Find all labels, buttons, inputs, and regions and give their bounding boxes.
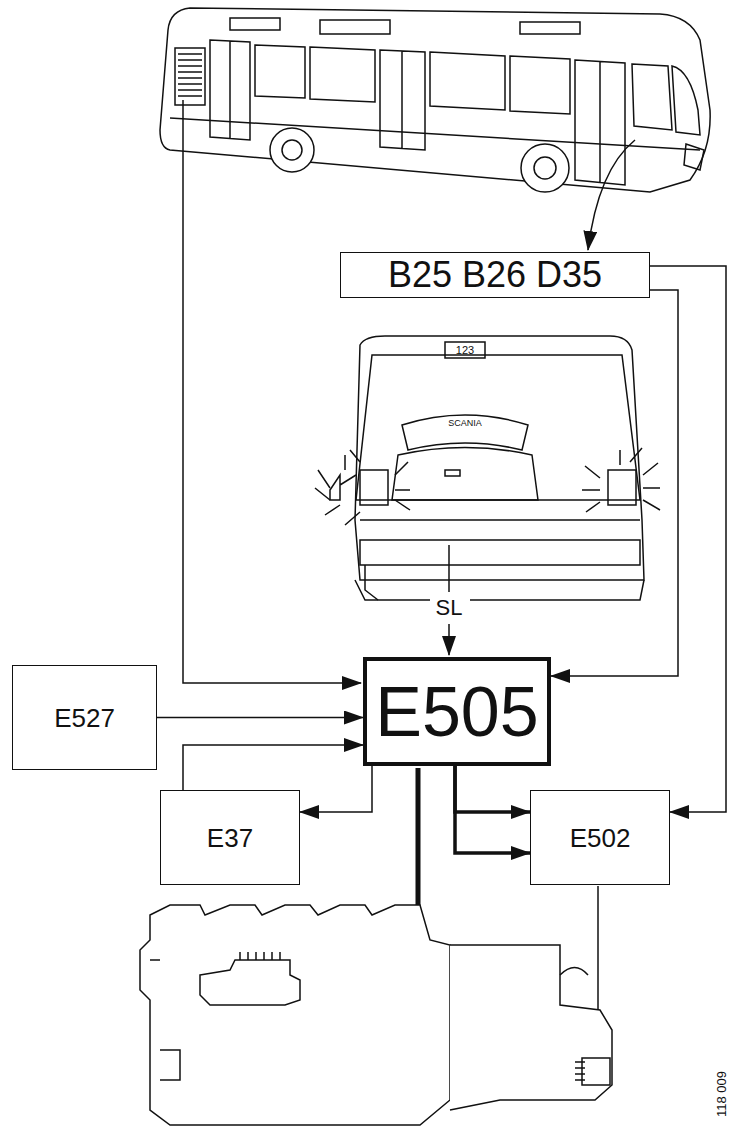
node-text: E505	[375, 677, 538, 747]
signal-connector	[650, 266, 726, 812]
node-text: B25 B26 D35	[388, 257, 602, 293]
figure-number: 118 009	[715, 1071, 728, 1117]
signal-connector	[157, 717, 363, 719]
signal-connector	[183, 745, 363, 790]
signal-connector	[551, 290, 678, 676]
brand-badge: SCANIA	[448, 419, 482, 428]
control-unit-box: E505	[363, 657, 551, 766]
node-text: E527	[54, 705, 115, 731]
signal-name: SL	[433, 595, 466, 621]
signal-group-box: B25 B26 D35	[340, 252, 650, 298]
destination-display: 123	[456, 345, 474, 356]
signal-connector	[455, 766, 530, 853]
signal-connector	[455, 766, 530, 812]
control-unit-box: E37	[160, 790, 300, 885]
signal-connector	[300, 766, 372, 812]
node-text: E37	[207, 825, 253, 851]
control-unit-box: E502	[530, 790, 670, 885]
control-unit-box: E527	[12, 665, 157, 770]
node-text: E502	[570, 825, 631, 851]
